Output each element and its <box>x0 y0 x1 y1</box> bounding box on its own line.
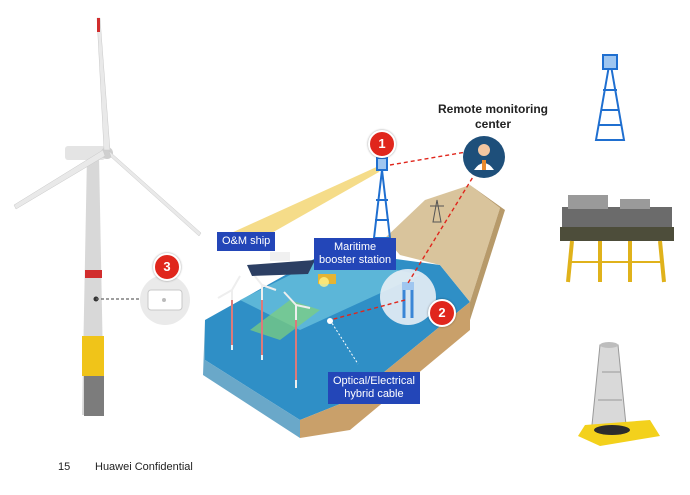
cable-point <box>327 318 333 324</box>
remote-monitoring-center-label: Remote monitoring center <box>428 102 558 132</box>
booster-line2: booster station <box>319 254 392 266</box>
land <box>385 185 500 302</box>
land-side <box>470 185 505 320</box>
access-point-tower-icon <box>380 269 436 325</box>
offshore-platform-icon <box>560 195 674 283</box>
page-number: 15 <box>58 461 71 473</box>
badge-3: 3 <box>153 253 181 281</box>
badge-2: 2 <box>428 299 456 327</box>
rmc-line2: center <box>474 117 512 131</box>
footer-text: Huawei Confidential <box>95 461 193 473</box>
om-ship-label: O&M ship <box>217 232 276 251</box>
hybrid-cable-label: Optical/Electrical hybrid cable <box>328 372 420 404</box>
booster-station-icon <box>318 274 336 287</box>
cell-tower-icon <box>372 157 392 239</box>
cable-pointer <box>329 319 359 365</box>
cable-line1: Optical/Electrical <box>333 375 415 387</box>
link-lines <box>329 151 477 321</box>
offshore-tower-icon <box>578 342 660 446</box>
booster-station-label: Maritime booster station <box>314 238 397 270</box>
rmc-line1: Remote monitoring <box>438 102 548 116</box>
pylon-icon <box>430 199 444 223</box>
badge-1: 1 <box>368 130 396 158</box>
cable-line2: hybrid cable <box>344 388 404 400</box>
access-point-icon <box>140 275 190 325</box>
sea-block <box>203 250 470 438</box>
wind-turbine-icon <box>13 17 202 416</box>
wireless-beam <box>229 164 383 247</box>
person-icon <box>463 136 505 178</box>
cell-tower-icon <box>594 54 626 141</box>
ship-icon <box>247 252 315 276</box>
booster-line1: Maritime <box>333 241 377 253</box>
